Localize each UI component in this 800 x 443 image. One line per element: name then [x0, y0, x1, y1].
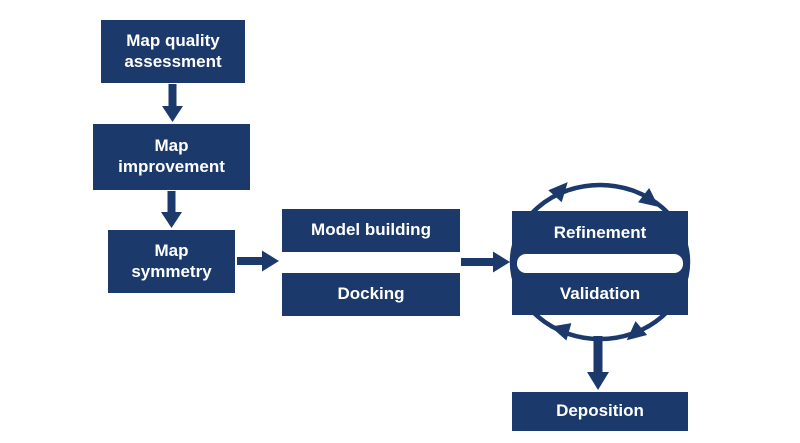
arrow-quality-to-improvement [162, 84, 183, 122]
cycle-arrowhead-bottom-right [626, 321, 648, 341]
cycle-arrowhead-bottom-left [550, 323, 572, 341]
node-deposition: Deposition [512, 392, 688, 431]
arrow-improvement-to-symmetry [161, 191, 182, 228]
node-group-refinement-validation: Refinement Validation [512, 211, 688, 315]
arrow-modeling-to-refinement [461, 251, 510, 273]
node-docking: Docking [282, 273, 460, 316]
node-map-symmetry: Map symmetry [108, 230, 235, 293]
arrow-validation-to-deposition [587, 336, 609, 390]
refinement-validation-divider [517, 254, 683, 273]
cycle-arrowhead-top-left [548, 182, 568, 203]
arrow-symmetry-to-modeling [237, 250, 279, 272]
node-map-improvement: Map improvement [93, 124, 250, 190]
node-map-quality-assessment: Map quality assessment [101, 20, 245, 83]
node-model-building: Model building [282, 209, 460, 252]
cycle-arrowhead-top-right [638, 188, 659, 207]
node-refinement: Refinement [553, 222, 647, 242]
node-validation: Validation [559, 284, 641, 303]
